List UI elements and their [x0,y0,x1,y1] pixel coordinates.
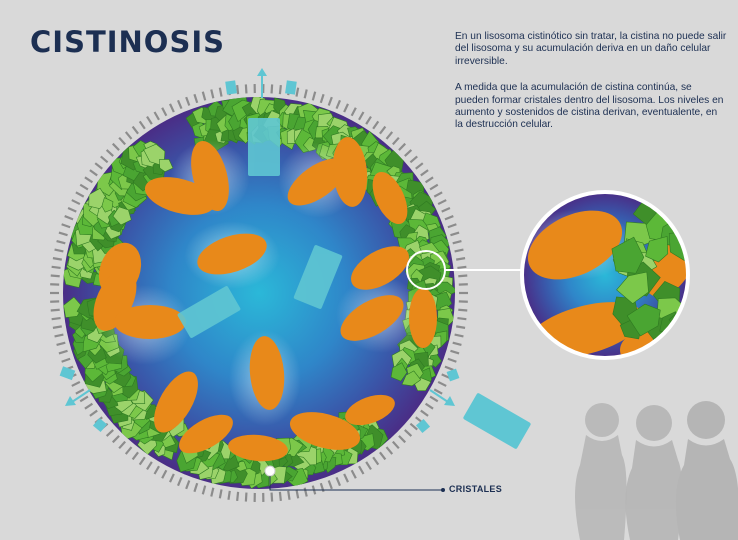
cystine-crystal [626,303,661,337]
cystine-molecule [332,137,368,207]
cystine-molecule [197,233,267,275]
cystine-molecule [372,171,408,225]
cystine-crystal [101,197,114,213]
page-title: CISTINOSIS [30,25,226,59]
cystine-molecule [249,336,285,410]
arrow-out-icon [65,68,455,406]
cystine-molecule [114,305,186,339]
cystine-molecule [228,434,288,462]
cystine-molecule [179,414,233,454]
escaping-transporter [463,393,531,449]
cystine-molecules [93,137,437,462]
cystine-molecule [340,295,404,341]
human-silhouette-icon [575,401,738,540]
cystine-molecule [287,158,347,206]
membrane-tick-ring [50,84,468,502]
cystine-crystal [611,236,645,274]
transporter-block [248,118,280,176]
cystine-crystal [645,236,669,263]
cystine-molecule [154,371,198,433]
crystal-marker [264,465,276,477]
description-paragraph-1: En un lisosoma cistinótico sin tratar, l… [455,31,727,67]
cystine-crystal [390,362,408,382]
transporter-block [293,245,343,309]
cystine-crystal [401,370,422,387]
cystine-molecule [351,246,409,290]
cystine-molecule [345,394,395,426]
cystine-crystal [616,271,649,304]
crystals-label: CRISTALES [449,484,503,494]
description: En un lisosoma cistinótico sin tratar, l… [455,31,727,146]
cystine-crystal [158,158,174,173]
zoom-detail [520,190,690,360]
description-paragraph-2: A medida que la acumulación de cistina c… [455,82,724,131]
cystine-molecule [144,177,216,215]
cystine-crystal [112,206,132,226]
cystine-molecule [289,412,361,450]
transporter-block [177,286,241,338]
cystine-molecule [409,288,437,348]
